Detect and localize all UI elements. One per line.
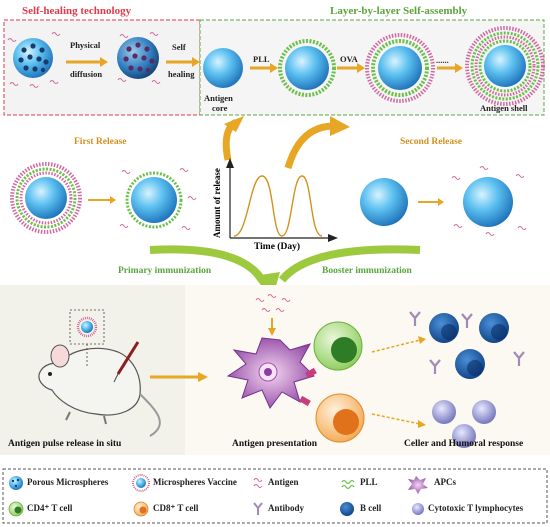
antigen-icon	[253, 478, 263, 488]
vaccine-before-release	[10, 162, 82, 234]
legend-antigen: Antigen	[268, 477, 299, 487]
legend-porous-microspheres: Porous Microspheres	[27, 477, 109, 487]
antibodies	[409, 311, 525, 374]
legend-cd8-t-cell: CD8⁺ T cell	[153, 503, 199, 513]
antigen-presentation-caption: Antigen presentation	[232, 439, 318, 449]
apc-icon	[408, 476, 428, 494]
arrow-diffusion-head	[100, 57, 108, 67]
b-cells	[429, 313, 509, 379]
pll-icon	[341, 479, 355, 490]
assembly-title: Layer-by-layer Self-assembly	[330, 5, 468, 17]
antigen-core-sphere	[203, 48, 243, 88]
physical-label: Physical	[70, 40, 101, 50]
first-release-label: First Release	[74, 137, 127, 147]
arrow-repeat-head	[455, 63, 463, 73]
diffusion-label: diffusion	[70, 69, 103, 79]
core-before-second-release	[360, 178, 408, 226]
legend-pll: PLL	[360, 477, 378, 487]
antigen-squiggles	[7, 31, 61, 89]
core-after-second-release	[451, 166, 527, 236]
arrow-ova-head	[357, 63, 365, 73]
legend-b-cell: B cell	[360, 503, 382, 513]
arrow-pll-head	[270, 63, 278, 73]
legend-box	[2, 468, 548, 524]
mouse-illustration	[38, 309, 161, 437]
primary-arrow	[149, 245, 266, 283]
antigen-core-label-1: Antigen	[204, 93, 233, 103]
microsphere-vaccine-icon	[132, 474, 150, 492]
legend-microspheres-vaccine: Microspheres Vaccine	[153, 477, 237, 487]
cd4-cell-icon	[8, 501, 24, 517]
primary-immunization-label: Primary immunization	[118, 266, 212, 276]
legend-antibody: Antibody	[268, 503, 305, 513]
release-chart	[226, 158, 338, 242]
cd4-t-cell	[313, 321, 363, 371]
antigen-shell-label: Antigen shell	[480, 103, 528, 113]
arrow-second-release-head	[438, 198, 444, 206]
booster-immunization-label: Booster immunization	[322, 266, 412, 276]
self-label: Self	[172, 42, 186, 52]
release-x-label: Time (Day)	[254, 242, 300, 252]
repeat-label: ......	[436, 55, 449, 65]
porous-microsphere	[13, 38, 53, 78]
apc-cell	[226, 337, 315, 409]
vaccine-after-first-release	[119, 168, 197, 230]
arrow-healing-head	[192, 57, 200, 67]
pll-coated-sphere	[278, 39, 336, 97]
pll-step-label: PLL	[253, 54, 270, 64]
legend-cytotoxic-t-lymphocytes: Cytotoxic T lymphocytes	[428, 503, 524, 513]
pulse-release-caption: Antigen pulse release in situ	[8, 439, 122, 449]
healing-label: healing	[168, 69, 195, 79]
antigen-core-label-2: core	[212, 103, 228, 113]
release-arrow-right	[284, 122, 335, 170]
ova-step-label: OVA	[340, 54, 358, 64]
legend-apcs: APCs	[434, 477, 456, 487]
release-arrow-right-head	[330, 116, 350, 136]
cd8-cell-icon	[133, 501, 149, 517]
cytotoxic-t-cells	[432, 400, 496, 448]
response-caption: Celler and Humoral response	[404, 439, 524, 449]
loaded-microsphere	[117, 32, 161, 84]
cd8-t-cell	[315, 393, 365, 443]
porous-microsphere-icon	[9, 476, 23, 490]
ctl-icon	[412, 503, 424, 515]
antigen-shell-sphere	[465, 26, 545, 106]
self-healing-title: Self-healing technology	[22, 5, 132, 17]
arrow-first-release-head	[110, 196, 116, 204]
antibody-icon	[253, 502, 263, 515]
ova-coated-sphere	[365, 33, 435, 103]
second-release-label: Second Release	[400, 137, 463, 147]
b-cell-icon	[340, 502, 354, 516]
release-y-label: Amount of release	[212, 168, 222, 238]
booster-arrow	[278, 245, 421, 283]
arrow-to-apc-head	[198, 372, 208, 382]
falling-antigens	[255, 294, 291, 312]
release-arrow-left-head	[224, 116, 244, 132]
legend-cd4-t-cell: CD4⁺ T cell	[27, 503, 73, 513]
